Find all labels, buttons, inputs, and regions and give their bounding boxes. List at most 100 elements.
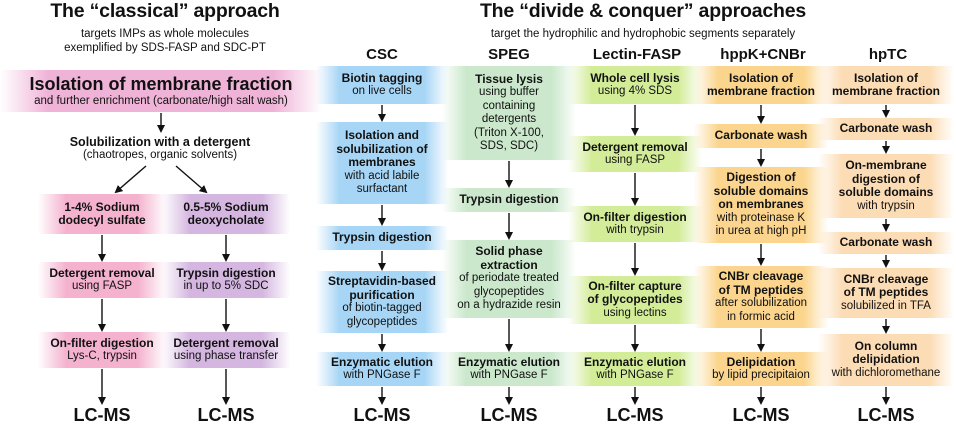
hppk-s3-l5: in urea at high pH (715, 225, 807, 238)
hptc-step-2: Carbonate wash (818, 118, 954, 140)
csc-s4-l4: glycopeptides (346, 315, 418, 328)
hppk-s2: Carbonate wash (714, 128, 808, 143)
csc-step-1: Biotin tagging on live cells (316, 66, 448, 104)
hppk-s5-title: Delipidation (726, 354, 796, 369)
hppk-s4-l3: after solubilization (714, 297, 808, 309)
speg-step-3: Solid phase extraction of periodate trea… (442, 240, 576, 318)
hptc-s3-l3: soluble domains (838, 185, 934, 199)
csc-s2-l2: solubilization of (336, 141, 428, 156)
sds-step2-note: using FASP (71, 280, 133, 292)
solubilization-step: Solubilization with a detergent (chaotro… (40, 132, 280, 166)
hppk-step-4: CNBr cleavage of TM peptides after solub… (694, 266, 828, 328)
classical-subtitle-2: exemplified by SDS-FASP and SDC-PT (64, 42, 266, 54)
speg-s1-l1: Tissue lysis (475, 71, 543, 86)
lectin-s1-note: using 4% SDS (597, 85, 673, 97)
speg-step-2: Trypsin digestion (442, 188, 576, 212)
sdc-trypsin-box: Trypsin digestion in up to 5% SDC (162, 262, 290, 298)
speg-s1-l2: using buffer (479, 86, 539, 98)
lectin-lcms-output: LC-MS (606, 405, 664, 425)
divide-conquer-title: The “divide & conquer” approaches (479, 0, 807, 22)
hptc-step-6: On column delipidation with dichlorometh… (818, 334, 954, 386)
hptc-step-4: Carbonate wash (818, 232, 954, 254)
lectin-fasp-column-title: Lectin-FASP (592, 46, 682, 63)
lectin-step-1: Whole cell lysis using 4% SDS (568, 66, 702, 104)
sds-box: 1-4% Sodium dodecyl sulfate (38, 194, 166, 234)
lectin-s3-note: with trypsin (606, 224, 664, 236)
speg-s1-l6: SDS, SDC) (479, 140, 539, 152)
hppk-s4-l2: of TM peptides (718, 282, 804, 297)
sds-step3-note: Lys-C, trypsin (67, 350, 137, 362)
sds-step2-title: Detergent removal (49, 265, 155, 280)
hppk-s3-l4: with proteinase K (716, 211, 806, 224)
sdc-step2-note: in up to 5% SDC (183, 280, 269, 292)
hppk-s1-l2: membrane fraction (706, 84, 816, 98)
sds-line-1: 1-4% Sodium (64, 199, 140, 214)
csc-s5-note: with PNGase F (343, 369, 421, 381)
hptc-step-5: CNBr cleavage of TM peptides solubilized… (818, 268, 954, 318)
lectin-step-3: On-filter digestion with trypsin (568, 206, 702, 242)
hppk-step-1: Isolation of membrane fraction (694, 66, 828, 104)
divide-conquer-subtitle: target the hydrophilic and hydrophobic s… (490, 28, 796, 40)
hptc-s1-l1: Isolation of (854, 70, 918, 85)
speg-column-title: SPEG (488, 46, 530, 63)
hppk-s3-l3: on membranes (718, 197, 804, 212)
csc-s4-l2: purification (349, 287, 415, 302)
classical-approach-title: The “classical” approach (50, 0, 280, 22)
sdc-line-2: deoxycholate (187, 213, 265, 227)
speg-s3-l1: Solid phase (475, 244, 543, 259)
hptc-s3-l2: digestion of (852, 171, 920, 186)
csc-s1-title: Biotin tagging (341, 70, 423, 85)
speg-s3-l4: glycopeptides (473, 285, 545, 298)
sdc-lcms-output: LC-MS (197, 405, 255, 425)
hptc-s1-l2: membrane fraction (831, 84, 941, 98)
hppk-s1-l1: Isolation of (729, 70, 793, 85)
solubilization-note: (chaotropes, organic solvents) (82, 149, 238, 161)
csc-step-5: Enzymatic elution with PNGase F (316, 352, 448, 386)
sdc-box: 0.5-5% Sodium deoxycholate (162, 194, 290, 234)
hppk-cnbr-column-title: hppK+CNBr (720, 46, 806, 63)
lectin-s4-l3: using lectins (603, 306, 667, 319)
sdc-step3-note: using phase transfer (173, 350, 279, 362)
speg-s3-l5: on a hydrazide resin (457, 299, 561, 312)
hppk-step-5: Delipidation by lipid precipitaion (694, 352, 828, 386)
csc-s2-l1: Isolation and (344, 128, 419, 143)
csc-s5-title: Enzymatic elution (330, 354, 434, 369)
hppk-s5-note: by lipid precipitaion (712, 369, 810, 381)
csc-s2-l5: surfactant (356, 183, 408, 196)
sdc-step3-title: Detergent removal (173, 335, 279, 350)
sds-detergent-removal-box: Detergent removal using FASP (38, 262, 166, 298)
csc-step-2: Isolation and solubilization of membrane… (316, 122, 448, 204)
speg-s3-l3: of periodate treated (459, 272, 559, 285)
hppk-step-3: Digestion of soluble domains on membrane… (694, 167, 828, 243)
hptc-s6-l2: delipidation (852, 352, 920, 367)
hppk-lcms-output: LC-MS (732, 405, 790, 425)
hppk-step-2: Carbonate wash (694, 124, 828, 148)
lectin-s5-title: Enzymatic elution (583, 354, 687, 369)
speg-step-4: Enzymatic elution with PNGase F (442, 352, 576, 386)
hptc-step-3: On-membrane digestion of soluble domains… (818, 154, 954, 218)
sds-digestion-box: On-filter digestion Lys-C, trypsin (38, 332, 166, 368)
hptc-s6-l1: On column (854, 338, 918, 353)
speg-s4-title: Enzymatic elution (457, 354, 561, 369)
csc-s4-l3: of biotin-tagged (342, 302, 422, 314)
hptc-s3-l4: with trypsin (857, 199, 915, 212)
lectin-s4-l1: On-filter capture (588, 278, 682, 293)
hppk-s4-l4: in formic acid (727, 310, 795, 323)
sds-line-2: dodecyl sulfate (58, 213, 146, 227)
csc-s4-l1: Streptavidin-based (327, 274, 437, 288)
sds-step3-title: On-filter digestion (50, 335, 154, 350)
csc-step-3: Trypsin digestion (316, 226, 448, 250)
csc-step-4: Streptavidin-based purification of bioti… (316, 271, 448, 333)
sdc-step2-title: Trypsin digestion (176, 265, 276, 280)
lectin-s3-title: On-filter digestion (583, 209, 687, 224)
lectin-s5-note: with PNGase F (596, 369, 674, 381)
hptc-s5-l3: solubilized in TFA (841, 299, 931, 312)
csc-lcms-output: LC-MS (353, 405, 411, 425)
isolation-note: and further enrichment (carbonate/high s… (34, 95, 288, 108)
hptc-lcms-output: LC-MS (857, 405, 915, 425)
speg-s1-l4: detergents (481, 113, 537, 125)
speg-s1-l3: containing (482, 99, 536, 112)
csc-s3: Trypsin digestion (332, 230, 432, 245)
sds-lcms-output: LC-MS (73, 405, 131, 425)
